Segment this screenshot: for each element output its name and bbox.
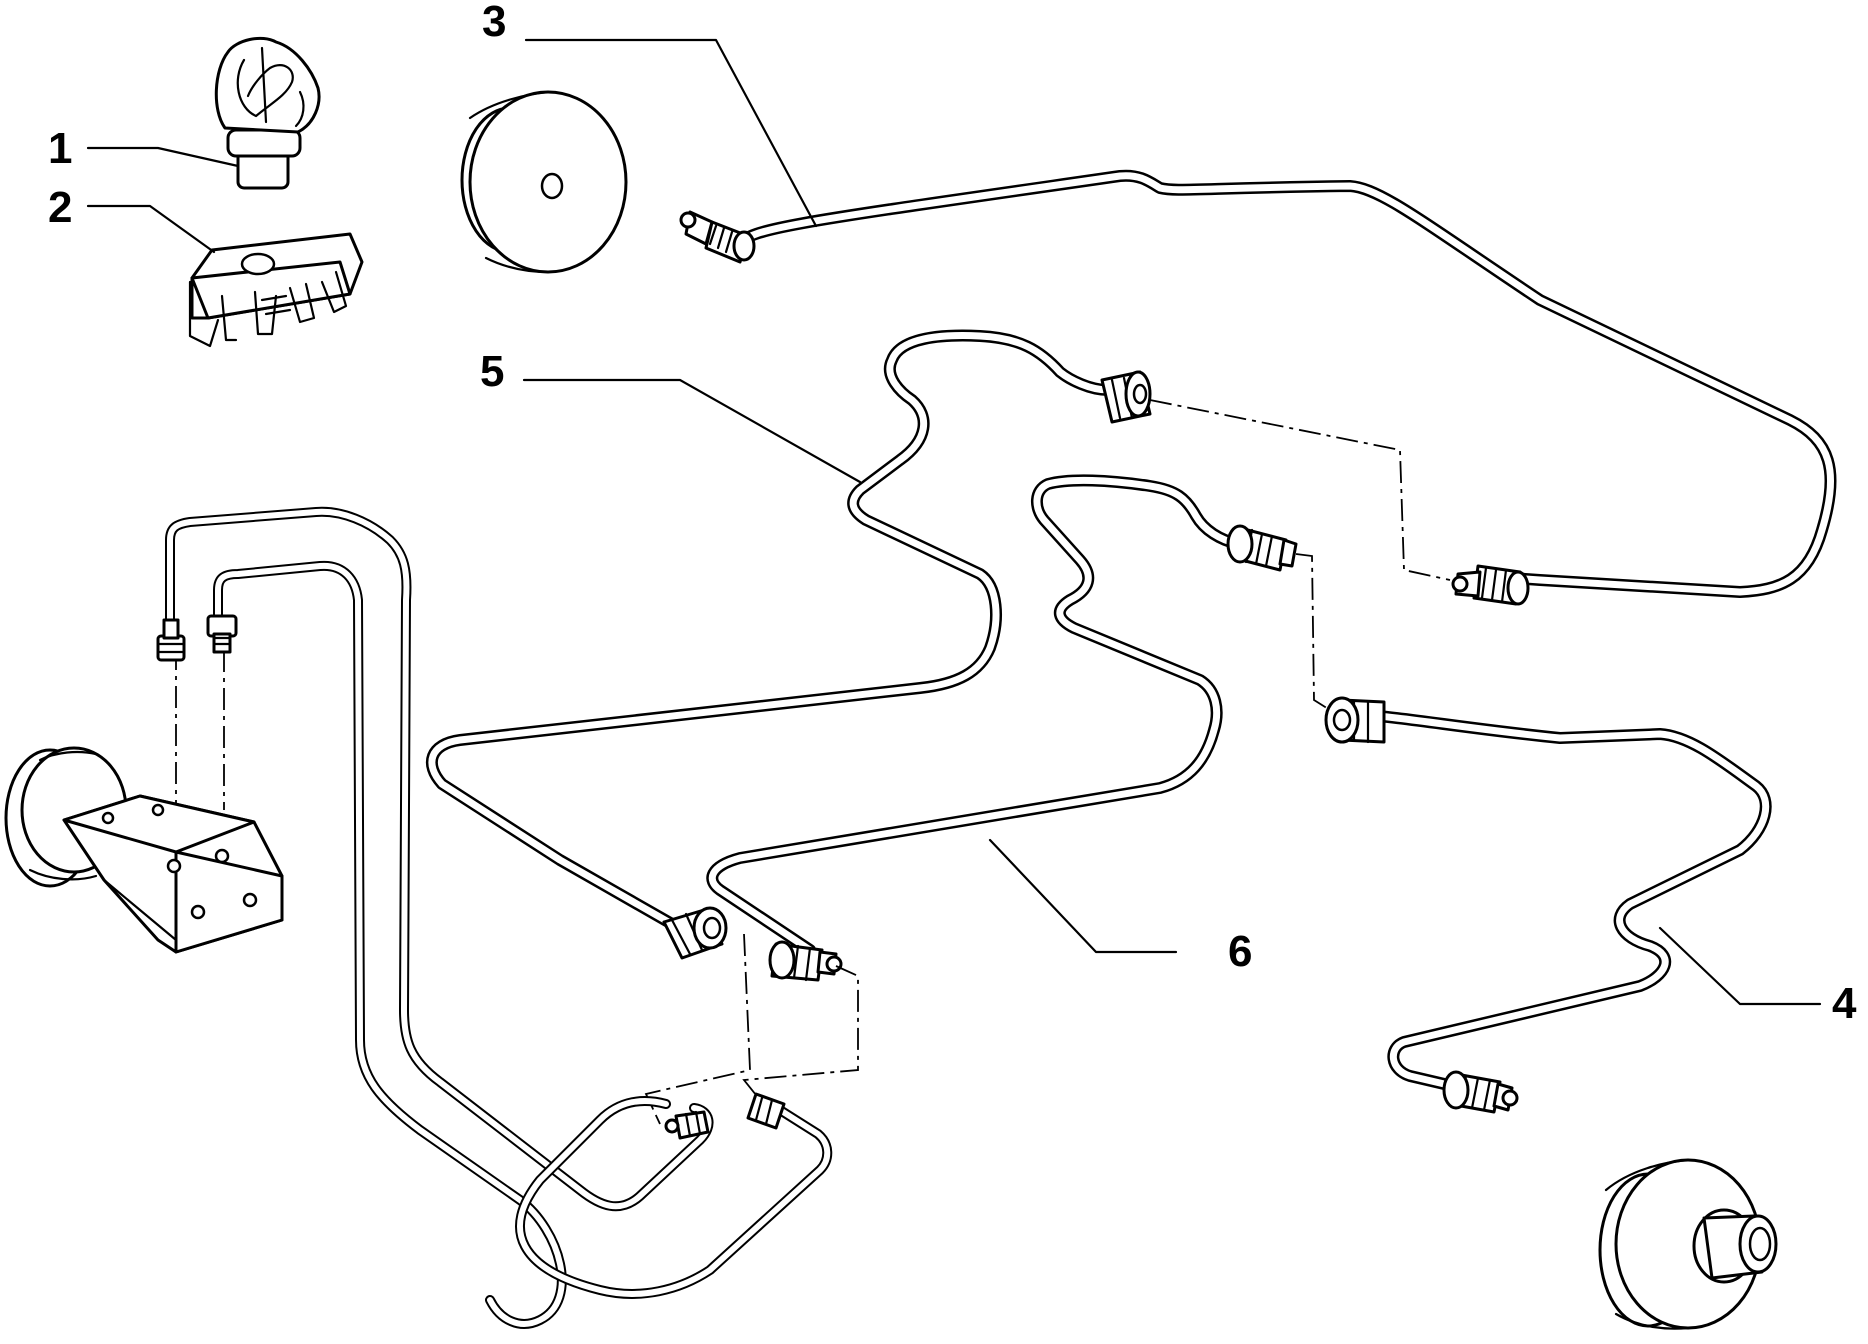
pipe-6-fitting-bottom: [768, 940, 843, 982]
leader-lines: [86, 38, 1822, 1006]
part-1-hose-clip: [214, 36, 321, 190]
master-cylinder-pipes: [156, 506, 833, 1329]
assembly-dash-lines: [175, 399, 1451, 1125]
callout-3: 3: [482, 0, 506, 46]
pipe-5: [426, 329, 1152, 960]
union-fitting-lower-b: [746, 1092, 786, 1130]
pipe-4-fitting-bottom: [1442, 1070, 1519, 1114]
pipe-3-fitting-top: [679, 210, 756, 264]
pipe-4-nut-top: [1324, 696, 1386, 744]
grommet-disc: [460, 90, 628, 274]
callout-5: 5: [480, 347, 504, 396]
union-fitting-left: [156, 618, 186, 662]
pipe-5-nut-bottom: [662, 906, 728, 960]
brake-master-cylinder: [4, 746, 284, 954]
part-2-pipe-retainer: [188, 232, 364, 348]
callout-1: 1: [48, 124, 72, 173]
pipe-3: [679, 169, 1837, 606]
union-fitting-right: [206, 614, 238, 654]
callout-labels: 1 2 3 4 5 6: [48, 0, 1857, 1028]
wheel-cylinder-housing: [1598, 1158, 1778, 1330]
callout-4: 4: [1832, 979, 1857, 1028]
union-fitting-lower-a: [664, 1110, 710, 1140]
pipe-6-fitting-top: [1226, 524, 1298, 572]
pipe-6: [706, 474, 1298, 982]
pipe-4: [1324, 696, 1772, 1114]
pipe-5-nut-top: [1100, 370, 1152, 424]
callout-6: 6: [1228, 927, 1252, 976]
pipe-3-fitting-right: [1451, 564, 1530, 606]
callout-2: 2: [48, 183, 72, 232]
